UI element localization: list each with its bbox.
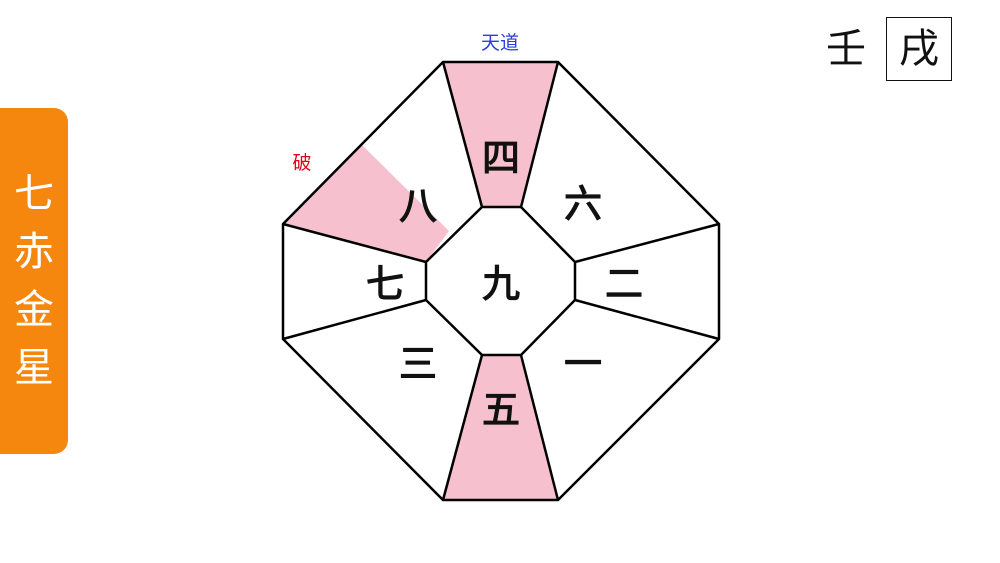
star-char-2: 赤 <box>14 229 54 275</box>
year-indicator: 壬 戌 <box>826 17 952 81</box>
northeast-number: 三 <box>399 342 437 386</box>
north-number: 五 <box>482 388 520 432</box>
year-branch-box: 戌 <box>886 17 952 81</box>
east-number: 七 <box>366 262 404 306</box>
southeast-sector-highlight <box>283 145 449 262</box>
tendo-label: 天道 <box>481 32 519 54</box>
southwest-number: 六 <box>564 182 602 226</box>
star-char-4: 星 <box>14 345 54 391</box>
star-char-3: 金 <box>14 287 54 333</box>
ha-label: 破 <box>292 152 311 174</box>
star-name-tab: 七 赤 金 星 <box>0 108 68 454</box>
year-stem: 壬 <box>826 26 866 72</box>
northwest-number: 一 <box>564 342 602 386</box>
south-number: 四 <box>482 136 520 180</box>
southeast-number: 八 <box>399 184 438 228</box>
west-number: 二 <box>605 262 643 306</box>
center-number: 九 <box>482 262 520 306</box>
star-char-1: 七 <box>14 171 54 217</box>
sector-dividers <box>282 61 720 501</box>
